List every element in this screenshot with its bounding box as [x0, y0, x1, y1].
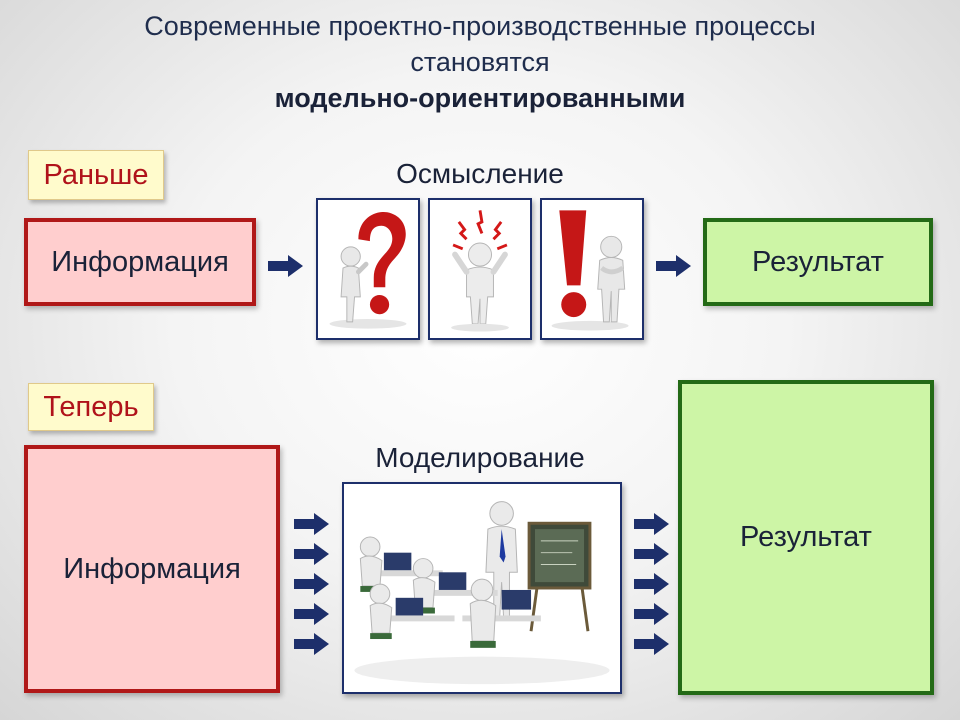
arrow-right-icon — [656, 254, 692, 278]
result-box-now: Результат — [678, 380, 934, 695]
title-line-1: Современные проектно-производственные пр… — [144, 11, 816, 41]
tag-now: Теперь — [28, 383, 154, 431]
arrow-right-icon — [634, 632, 670, 656]
result-box-before: Результат — [703, 218, 933, 306]
result-box-now-label: Результат — [740, 521, 872, 553]
arrow-right-icon — [634, 572, 670, 596]
title-line-2: становятся — [410, 47, 550, 77]
arrow-right-icon — [634, 512, 670, 536]
info-box-before-label: Информация — [51, 245, 229, 278]
arrow-right-icon — [294, 632, 330, 656]
classroom-picture — [342, 482, 622, 694]
stressed-figure-picture — [428, 198, 532, 340]
arrow-right-icon — [634, 602, 670, 626]
question-mark-picture — [316, 198, 420, 340]
info-box-before: Информация — [24, 218, 256, 306]
title-line-3: модельно-ориентированными — [274, 83, 686, 113]
arrow-right-icon — [294, 542, 330, 566]
arrow-right-icon — [268, 254, 304, 278]
arrow-right-icon — [294, 572, 330, 596]
process-label-before: Осмысление — [396, 158, 564, 189]
tag-before: Раньше — [28, 150, 164, 200]
exclamation-mark-picture — [540, 198, 644, 340]
arrow-right-icon — [634, 542, 670, 566]
arrow-right-icon — [294, 602, 330, 626]
stressed-figure-icon — [451, 210, 509, 332]
info-box-now: Информация — [24, 445, 280, 693]
question-mark-figure-icon — [329, 211, 407, 329]
info-box-now-label: Информация — [63, 552, 241, 585]
exclamation-mark-figure-icon — [551, 210, 629, 331]
result-box-before-label: Результат — [752, 245, 884, 278]
process-label-now: Моделирование — [375, 442, 585, 473]
slide-title: Современные проектно-производственные пр… — [0, 8, 960, 116]
arrow-right-icon — [294, 512, 330, 536]
classroom-figures-icon — [354, 501, 610, 685]
